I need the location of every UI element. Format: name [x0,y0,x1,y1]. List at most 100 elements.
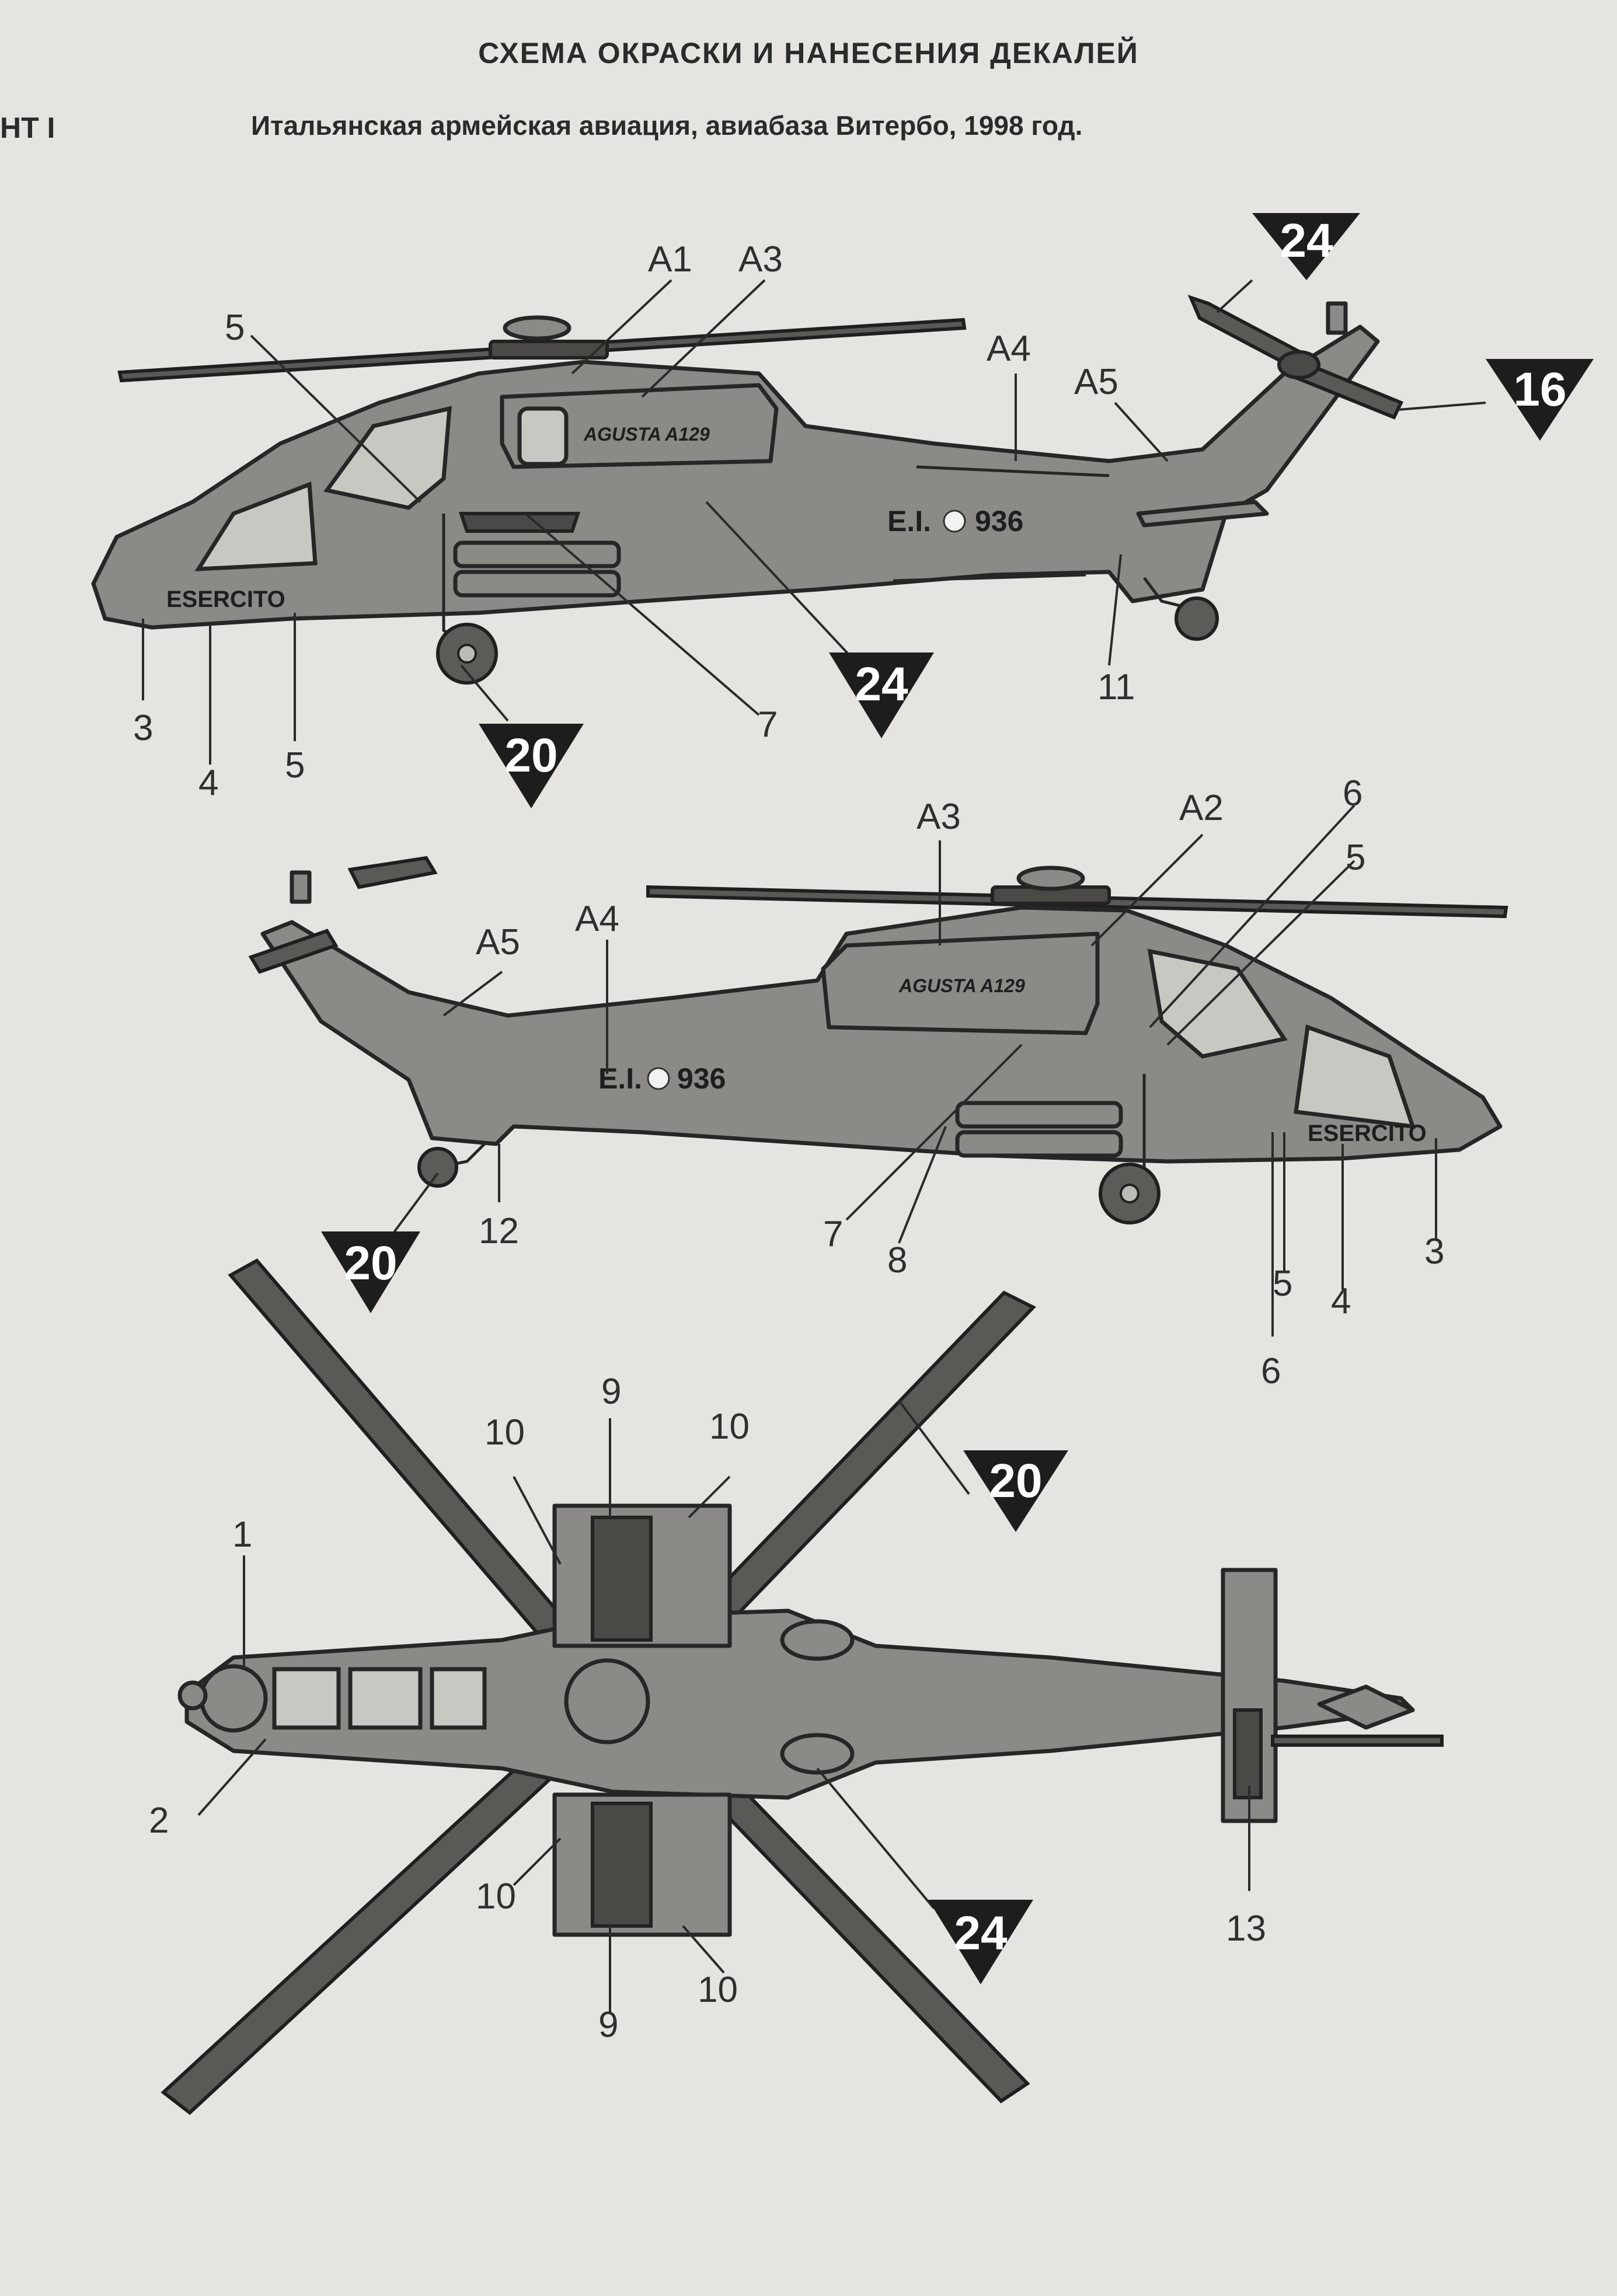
callout-6-top: 6 [1343,773,1362,814]
leader-24-top-marker [1216,279,1253,313]
rocket-pod-lower [453,570,621,598]
top-tail-fin [1317,1684,1415,1730]
color-marker-16: 16 [1486,359,1594,441]
rear-canopy [323,406,452,510]
callout-7: 7 [758,704,778,745]
callout-6-bottom: 6 [1261,1351,1281,1391]
color-marker-24-top: 24 [1252,213,1360,280]
rotor-mast-cap-right [1016,866,1085,891]
top-rotor-hub [564,1658,650,1744]
leader-a3 [641,279,766,398]
leader-5-right-top [1166,860,1355,1046]
top-canopy-front [272,1667,341,1730]
svg-text:16: 16 [1513,363,1566,416]
fuselage-left [91,324,1380,630]
callout-5-right-top: 5 [1346,838,1365,878]
callout-1: 1 [232,1515,252,1555]
rocket-pod-lower-right [955,1130,1123,1158]
front-canopy-right [1294,1024,1416,1129]
serial-number-left: 936 [975,505,1023,538]
top-tail-rotor [1271,1735,1444,1747]
callout-3-right: 3 [1424,1231,1444,1272]
callout-5-bottom: 5 [285,745,305,786]
tail-boom-panel-line [916,465,1110,477]
top-stabilizer-dark-band [1233,1708,1263,1799]
svg-text:20: 20 [344,1237,397,1290]
callout-a5-right: A5 [476,922,520,962]
rotor-hub [489,340,609,360]
leader-10-bottom-right [682,1925,725,1974]
color-marker-20-top-view: 20 [963,1450,1068,1532]
top-canopy-rear [430,1667,487,1730]
color-marker-24-body: 24 [829,652,934,738]
callout-5-top: 5 [225,308,245,348]
leader-7 [524,512,760,716]
stub-wing-pylon [458,512,581,533]
tail-fin-tip-right [290,870,312,904]
callout-10-bottom-left: 10 [476,1876,516,1917]
cowling-panel [517,406,569,466]
side-view-right: ESERCITO E.I. 936 AGUSTA A129 A3 A2 6 5 … [248,773,1508,1391]
top-engine-right [780,1733,855,1775]
callout-10-bottom-right: 10 [698,1970,738,2010]
leader-24-marker [705,501,871,678]
svg-text:20: 20 [504,729,557,782]
roundel-left [943,510,966,533]
top-nose-sensor [199,1664,268,1733]
leader-10-top-left [513,1476,562,1565]
agusta-logo-right: AGUSTA A129 [898,975,1025,996]
scheme-subtitle: Итальянская армейская авиация, авиабаза … [251,110,1083,141]
callout-12: 12 [479,1211,519,1251]
callout-a3: A3 [738,239,783,280]
leader-5-top [250,334,421,503]
serial-prefix-left: E.I. [887,505,931,538]
top-wing-right-dark-band [591,1802,653,1928]
leader-10-bottom-left [513,1837,562,1886]
page-title: СХЕМА ОКРАСКИ И НАНЕСЕНИЯ ДЕКАЛЕЙ [478,37,1139,69]
leader-a5-right [442,971,503,1017]
top-rotor-blade-sw [161,1725,590,2115]
leader-20-marker [460,664,509,722]
leader-16-marker [1398,402,1486,411]
leader-6-top [1149,804,1355,1028]
leader-24-top-view-marker [816,1767,935,1910]
leader-7-right [845,1044,1023,1221]
top-rotor-blade-nw [228,1258,610,1686]
svg-text:24: 24 [1280,214,1333,267]
tail-wheel-right [417,1147,458,1188]
callout-a3-right: A3 [916,797,961,837]
callout-11: 11 [1097,667,1135,707]
color-marker-24-top-view: 24 [928,1900,1033,1984]
top-engine-left [780,1619,855,1661]
top-view: 9 10 10 1 2 10 10 9 13 20 24 [149,1258,1444,2115]
callout-4: 4 [198,763,218,803]
svg-text:24: 24 [954,1907,1008,1960]
agusta-logo-left: AGUSTA A129 [583,424,710,445]
callout-a4-right: A4 [575,899,619,939]
tail-rotor-blade-right-upper [347,856,438,889]
tail-rotor-blade-right-lower [248,929,339,974]
tail-boom-underside [893,573,1086,582]
main-wheel-hub [457,644,477,664]
callout-a1: A1 [648,239,692,280]
serial-prefix-right: E.I. [598,1062,642,1095]
tail-fin-tip [1326,301,1348,335]
callout-a4: A4 [987,329,1031,369]
callout-a5: A5 [1074,362,1118,402]
svg-text:24: 24 [855,658,908,711]
tail-rotor-hub [1277,350,1320,379]
rotor-mast-cap [503,315,571,341]
main-wheel-hub-right [1120,1184,1139,1203]
top-nose-cap [177,1680,208,1711]
leader-20-top-marker [898,1400,970,1495]
horizontal-stabilizer [1136,500,1269,528]
leader-a5 [1114,402,1169,462]
engine-cowling [500,383,779,469]
leader-8 [898,1126,947,1244]
side-view-left: ESERCITO E.I. 936 AGUSTA A129 A1 A3 A4 A… [91,213,1594,808]
leader-a2 [1090,833,1204,947]
color-marker-20-gear: 20 [479,724,584,808]
callout-5-right-bottom: 5 [1273,1264,1292,1304]
esercito-decal-right: ESERCITO [1308,1121,1427,1146]
